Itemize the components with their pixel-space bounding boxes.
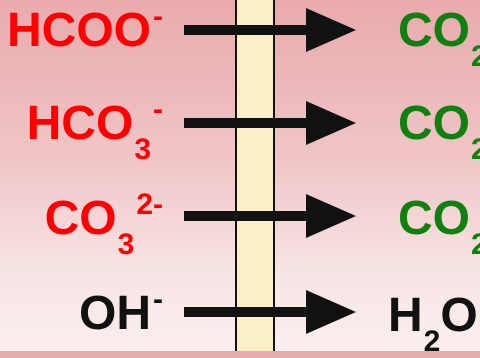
reactant-formate: HCOO- [7, 0, 163, 57]
product-co2-2: CO2 [398, 97, 480, 166]
reactant-carbonate: CO32- [44, 188, 163, 261]
product-co2-3: CO2 [398, 192, 480, 261]
arrow-row-4 [184, 290, 356, 334]
reactant-bicarbonate: HCO3- [26, 93, 163, 166]
product-co2-1: CO2 [398, 4, 480, 73]
arrow-row-1 [184, 8, 356, 52]
arrow-row-2 [184, 101, 356, 145]
membrane [235, 0, 275, 351]
arrow-row-3 [184, 194, 356, 238]
product-water: H2O [388, 289, 478, 358]
reactant-hydroxide: OH- [79, 283, 163, 340]
